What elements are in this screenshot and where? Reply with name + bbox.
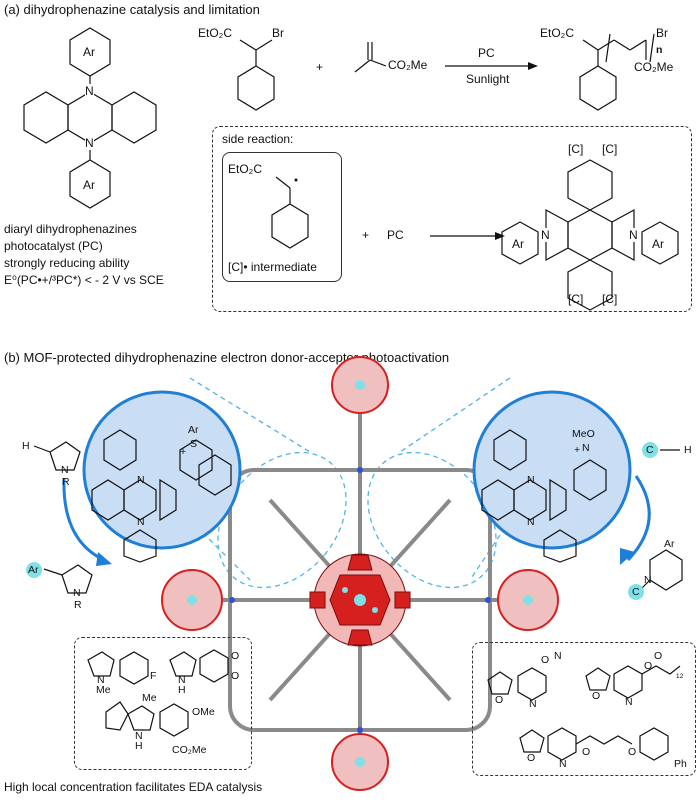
side-reaction-box xyxy=(212,126,692,312)
left-circle-s: S xyxy=(190,438,198,450)
catalyst-n-top: N xyxy=(85,84,94,98)
catalyst-desc-3: strongly reducing ability xyxy=(4,256,130,270)
left-substrate-n: N xyxy=(61,464,69,476)
r-ex3-o2: O xyxy=(582,746,591,758)
ex3-me: Me xyxy=(142,692,157,704)
product-n: n xyxy=(656,44,663,56)
adduct-c-2: [C] xyxy=(602,142,618,156)
panel-a-title: (a) dihydrophenazine catalysis and limit… xyxy=(4,2,260,17)
right-product-c: C xyxy=(632,586,640,598)
r-ex1-o2: O xyxy=(495,694,504,706)
left-circle-n2: N xyxy=(137,516,145,528)
ex3-co2me: CO₂Me xyxy=(172,744,207,756)
adduct-c-4: [C] xyxy=(602,292,618,306)
right-substrate-c: C xyxy=(646,444,654,456)
right-circle-n1: N xyxy=(527,474,535,486)
left-substrate-r: R xyxy=(62,476,70,488)
ex2-n: N xyxy=(178,674,186,686)
right-examples-box xyxy=(472,642,696,776)
right-product-ar: Ar xyxy=(664,538,675,550)
left-examples-box xyxy=(74,637,252,770)
adduct-ar-left: Ar xyxy=(512,237,524,251)
ex1-me: Me xyxy=(96,684,111,696)
reactant1-ester: EtO₂C xyxy=(198,26,232,40)
reactant1-br: Br xyxy=(272,26,284,40)
ex1-n: N xyxy=(97,674,105,686)
panel-b-caption: High local concentration facilitates EDA… xyxy=(4,780,263,794)
left-substrate-h: H xyxy=(22,440,30,452)
r-ex1-o: O xyxy=(541,654,550,666)
r-ex3-n: N xyxy=(559,758,567,770)
ex1-f: F xyxy=(150,670,157,682)
r-ex2-n: N xyxy=(625,696,633,708)
right-circle-n2: N xyxy=(527,516,535,528)
r-ex3-ph: Ph xyxy=(674,758,687,770)
side-plus: + xyxy=(362,228,370,242)
adduct-n-right: N xyxy=(629,228,638,242)
ex3-h: H xyxy=(135,740,143,752)
left-circle-plus: + xyxy=(180,446,187,458)
right-circle-npy: N xyxy=(582,442,590,454)
ex2-o2: O xyxy=(231,670,240,682)
ex2-o1: O xyxy=(231,650,240,662)
left-product-r: R xyxy=(74,599,82,611)
adduct-n-left: N xyxy=(541,228,550,242)
catalyst-n-bottom: N xyxy=(85,136,94,150)
ex2-h: H xyxy=(178,684,186,696)
adduct-ar-right: Ar xyxy=(652,237,664,251)
right-circle-meo: MeO xyxy=(572,428,595,440)
r-ex2-o: O xyxy=(592,690,601,702)
left-product-n: N xyxy=(73,587,81,599)
r-ex1-n2: N xyxy=(529,698,537,710)
intermediate-box xyxy=(222,152,342,282)
left-circle-ar: Ar xyxy=(188,424,199,436)
reactant2-ester: CO₂Me xyxy=(388,58,428,72)
right-circle-plus: + xyxy=(574,444,581,456)
product-br: Br xyxy=(656,26,668,40)
adduct-c-1: [C] xyxy=(568,142,584,156)
panel-b-title: (b) MOF-protected dihydrophenazine elect… xyxy=(4,350,450,365)
product-ester-2: CO₂Me xyxy=(634,60,674,74)
r-ex1-n: N xyxy=(554,650,562,662)
plus-sign: + xyxy=(316,60,324,74)
r-ex3-o: O xyxy=(527,752,536,764)
arrow-label-bottom: Sunlight xyxy=(466,72,510,86)
side-reaction-title: side reaction: xyxy=(222,132,294,146)
catalyst-ar-top: Ar xyxy=(83,45,95,59)
left-product-ar: Ar xyxy=(28,564,39,576)
adduct-c-3: [C] xyxy=(568,292,584,306)
radical-ester: EtO₂C xyxy=(228,162,262,176)
catalyst-desc-1: diaryl dihydrophenazines xyxy=(4,222,137,236)
r-ex3-o3: O xyxy=(628,746,637,758)
r-ex2-o3: O xyxy=(644,660,653,672)
r-ex2-sub: ₁₂ xyxy=(676,668,684,680)
catalyst-ar-bottom: Ar xyxy=(83,178,95,192)
ex3-n: N xyxy=(135,730,143,742)
left-circle-n1: N xyxy=(137,474,145,486)
right-product-n: N xyxy=(644,574,652,586)
right-substrate-h: H xyxy=(684,444,692,456)
r-ex2-o2: O xyxy=(654,650,663,662)
side-pc: PC xyxy=(387,228,404,242)
ex3-ome: OMe xyxy=(192,706,215,718)
arrow-label-top: PC xyxy=(478,46,495,60)
intermediate-label: [C]• intermediate xyxy=(228,260,317,274)
catalyst-desc-4: E⁰(PC•+/³PC*) < - 2 V vs SCE xyxy=(4,273,164,287)
product-ester-1: EtO₂C xyxy=(540,26,574,40)
catalyst-desc-2: photocatalyst (PC) xyxy=(4,239,103,253)
